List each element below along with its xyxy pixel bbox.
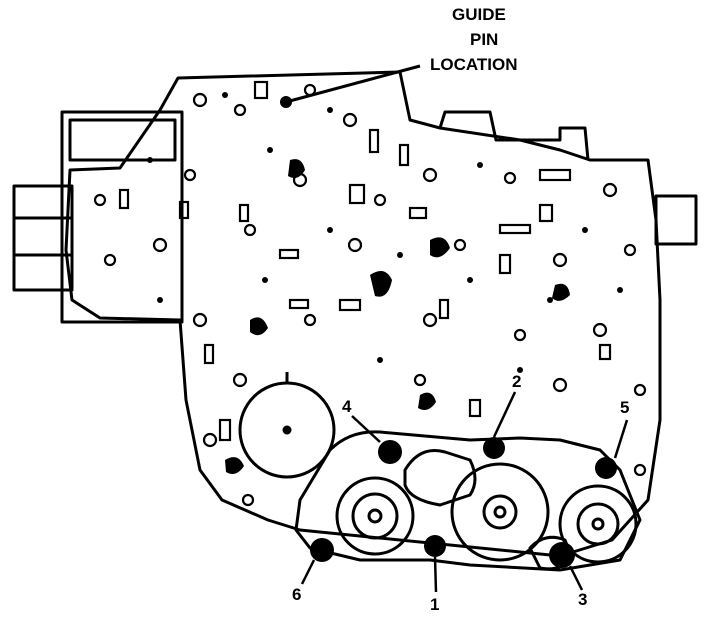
solenoid-center-core: [493, 505, 507, 519]
marker-1: [424, 535, 446, 557]
label-4: 4: [342, 397, 352, 416]
number-leaders: [300, 391, 629, 593]
label-6: 6: [292, 585, 302, 604]
marker-4: [378, 440, 402, 464]
passage-slots: [118, 80, 612, 442]
callout-title-line-3: LOCATION: [430, 55, 518, 74]
guide-pin-leader: [285, 64, 421, 104]
marker-2: [483, 437, 505, 459]
solenoid-left-inner: [351, 492, 399, 540]
solenoid-right-core: [591, 517, 605, 531]
label-3: 3: [578, 590, 588, 609]
solenoid-right-inner: [576, 502, 620, 546]
passage-holes: [93, 83, 647, 507]
passage-dots: [147, 92, 623, 373]
solenoid-housing: [294, 430, 642, 572]
solenoid-left-core: [367, 508, 383, 524]
lever-arm: [403, 449, 477, 507]
left-connector: [12, 184, 74, 292]
marker-6: [310, 538, 334, 562]
solenoid-left: [335, 476, 415, 556]
right-fitting: [654, 194, 698, 246]
solenoid-center-inner: [482, 494, 518, 530]
separator-plate-outline: [64, 70, 662, 558]
marker-3: [549, 542, 575, 568]
marker-5: [595, 457, 617, 479]
callout-title-line-1: GUIDE: [452, 5, 506, 24]
label-1: 1: [430, 595, 440, 614]
solenoid-center: [450, 462, 550, 562]
plate-step: [438, 110, 590, 161]
callout-title-line-2: PIN: [470, 30, 499, 49]
accumulator-center: [282, 425, 292, 435]
left-bracket: [60, 110, 184, 324]
bracket-detail: [68, 118, 177, 162]
label-5: 5: [620, 398, 630, 417]
solenoid-right: [558, 484, 638, 564]
blob-ports: [225, 159, 570, 474]
label-2: 2: [512, 372, 522, 391]
